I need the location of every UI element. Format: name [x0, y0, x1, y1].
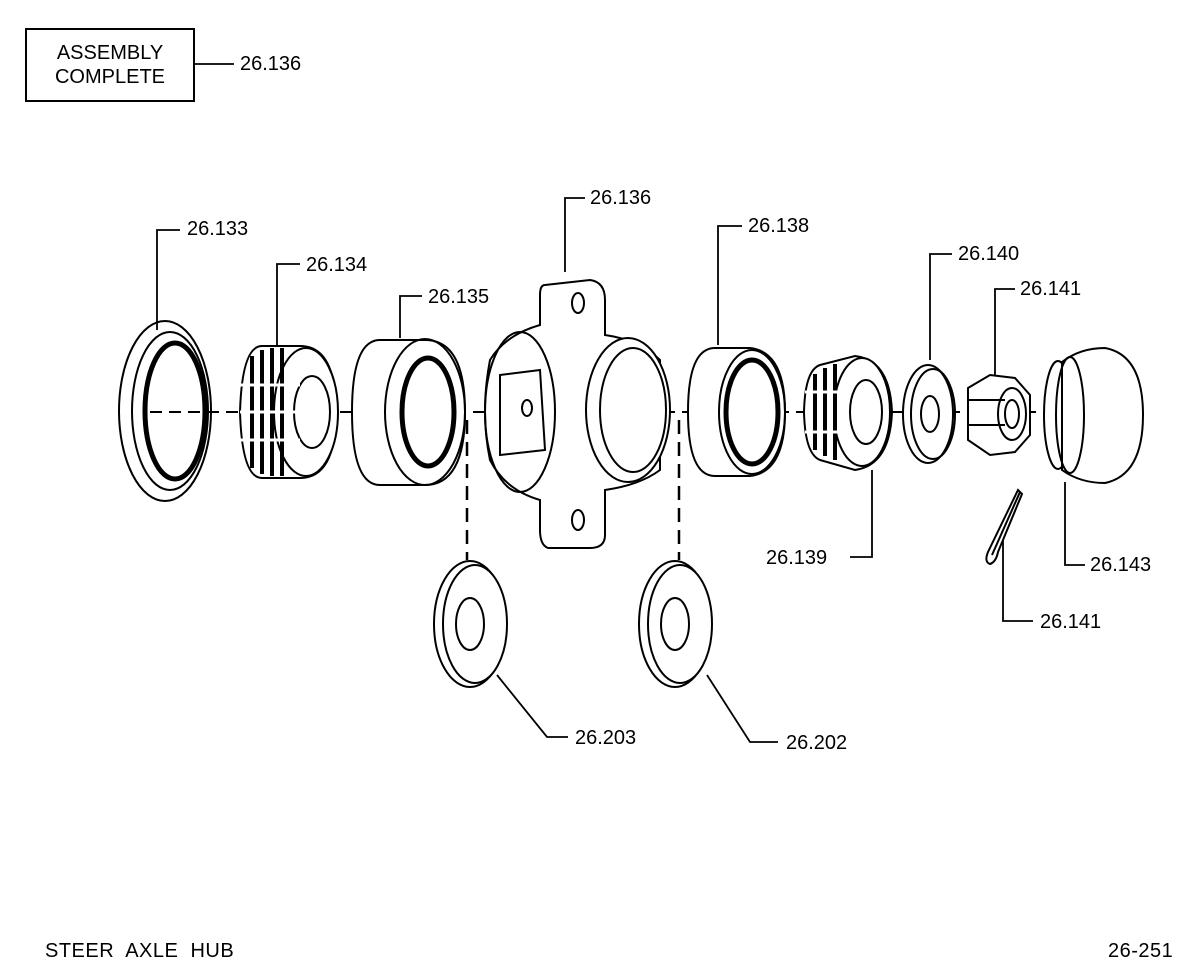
callout-shim-right: 26.202	[786, 732, 848, 754]
leader-washer	[929, 253, 952, 360]
cotter-pin-part	[985, 488, 1024, 566]
leader-hub	[564, 197, 585, 272]
leader-inner-cone	[276, 263, 300, 345]
callout-inner-cup: 26.135	[428, 286, 490, 308]
inner-bearing-cup-part	[350, 338, 467, 486]
inner-bearing-cone-part	[238, 345, 339, 479]
leader-outer-cone	[850, 470, 873, 558]
castle-nut-part	[967, 373, 1031, 457]
outer-bearing-cone-part	[802, 354, 894, 472]
callout-outer-cup: 26.138	[748, 215, 810, 237]
callout-cap: 26.143	[1090, 554, 1152, 576]
callout-seal: 26.133	[187, 218, 249, 240]
callout-nut: 26.141	[1020, 278, 1082, 300]
leader-cap	[1064, 482, 1085, 566]
assembly-complete-box: ASSEMBLY COMPLETE	[25, 28, 195, 102]
shim-right-part	[638, 560, 713, 688]
leader-nut	[994, 288, 1015, 375]
hub-part	[484, 278, 671, 549]
leader-cotter-pin	[1002, 540, 1033, 622]
dust-cap-part	[1043, 346, 1145, 485]
callout-cotter-pin: 26.141	[1040, 611, 1102, 633]
leader-shim-right	[706, 674, 778, 743]
callout-hub: 26.136	[590, 187, 652, 209]
assembly-part-number: 26.136	[240, 53, 302, 75]
assembly-box-line2: COMPLETE	[54, 66, 166, 88]
shim-left-part	[433, 560, 508, 688]
seal-ring-part	[118, 320, 215, 502]
callout-outer-cone: 26.139	[766, 547, 828, 569]
callout-inner-cone: 26.134	[306, 254, 368, 276]
leader-seal	[156, 229, 180, 330]
outer-bearing-cup-part	[686, 347, 787, 477]
callout-shim-left: 26.203	[575, 727, 637, 749]
assembly-box-line1: ASSEMBLY	[56, 42, 164, 64]
page-number: 26-251	[1108, 940, 1174, 962]
washer-part	[902, 364, 956, 464]
callout-washer: 26.140	[958, 243, 1020, 265]
leader-outer-cup	[717, 225, 742, 345]
leader-shim-left	[496, 674, 568, 738]
leader-inner-cup	[399, 295, 422, 338]
diagram-title: STEER AXLE HUB	[45, 940, 235, 962]
